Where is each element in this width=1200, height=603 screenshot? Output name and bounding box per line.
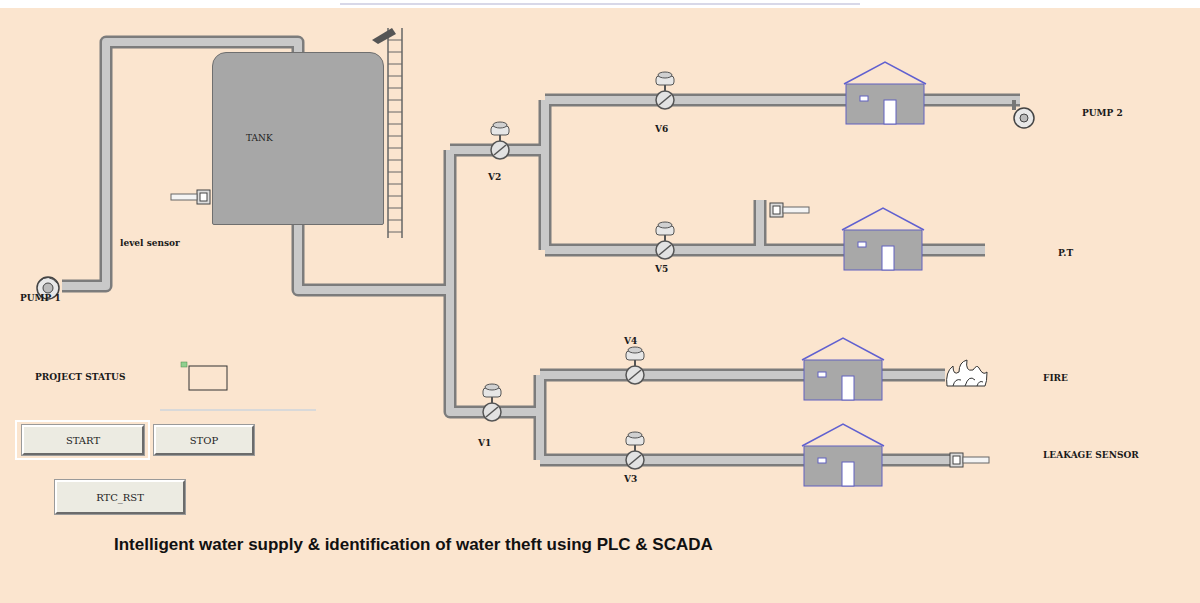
label: LEAKAGE SENSOR [1043, 450, 1139, 460]
node-text: STOP [190, 435, 218, 446]
label: V4 [624, 336, 637, 346]
node-text: START [66, 435, 100, 446]
label: PUMP 1 [20, 293, 61, 303]
tank: TANK [212, 52, 384, 225]
label: V1 [478, 438, 491, 448]
label: V3 [624, 474, 637, 484]
label: PROJECT STATUS [35, 372, 125, 382]
diagram-title: Intelligent water supply & identificatio… [114, 535, 713, 555]
label: FIRE [1043, 373, 1068, 383]
label: level sensor [120, 238, 180, 248]
label: P.T [1058, 248, 1073, 258]
label: PUMP 2 [1082, 108, 1123, 118]
node-text: TANK [246, 133, 273, 143]
label: V5 [655, 264, 668, 274]
label: V6 [655, 124, 668, 134]
node-text: RTC_RST [96, 492, 144, 503]
rtc-reset-button: RTC_RST [55, 480, 185, 514]
start-button: START [22, 425, 144, 455]
label: V2 [488, 172, 501, 182]
stop-button: STOP [154, 425, 254, 455]
